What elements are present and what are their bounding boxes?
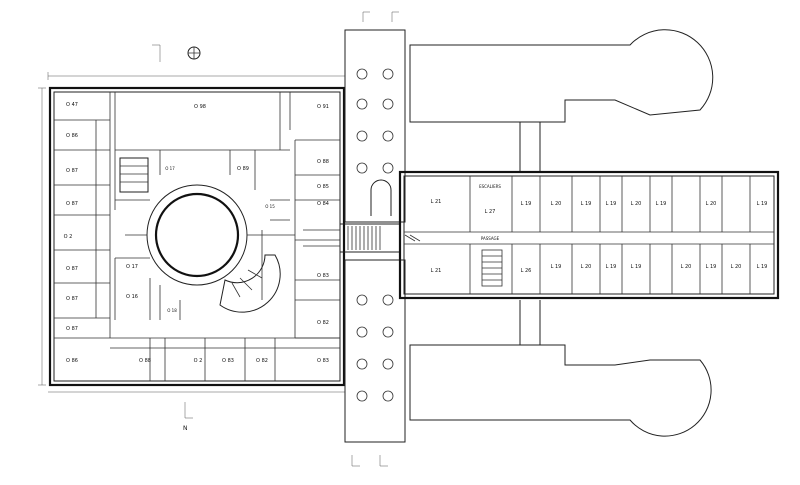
room-o87d: O 87 [66,296,78,302]
right-wing-outline [398,29,780,437]
colonnade [344,29,406,443]
room-o87b: O 87 [66,201,78,207]
room-o16: O 16 [126,294,138,300]
room-l19d: L 19 [656,201,667,207]
room-o85: O 85 [317,184,329,190]
compass-icon [187,46,201,60]
room-l19e: L 19 [757,201,768,207]
room-o86b: O 86 [66,358,78,364]
corridor-annotation: PASSAGE [481,236,500,241]
room-o83c: O 83 [317,358,329,364]
stair-annotation: ESCALIERS [479,184,501,189]
room-o82b: O 82 [256,358,268,364]
room-l20c: L 20 [706,201,717,207]
room-o82: O 82 [317,320,329,326]
room-l21b: L 21 [431,268,442,274]
room-o88: O 88 [317,159,329,165]
room-o2a: O 2 [64,234,73,240]
room-o17b: O 17 [126,264,138,270]
room-l20d: L 20 [581,264,592,270]
section-marker-bottom [184,402,388,467]
room-l19g: L 19 [606,264,617,270]
room-o87c: O 87 [66,266,78,272]
room-o17: O 17 [165,166,175,171]
room-l19f: L 19 [551,264,562,270]
room-o47: O 47 [66,102,78,108]
room-o98: O 98 [194,104,206,110]
room-l19b: L 19 [581,201,592,207]
room-l20b: L 20 [631,201,642,207]
section-marker-left [152,44,161,62]
room-o87e: O 87 [66,326,78,332]
room-l27: L 27 [485,209,496,215]
left-wing [48,86,346,387]
room-o84: O 84 [317,201,329,207]
room-o18: O 18 [167,308,177,313]
room-o88b: O 88 [139,358,151,364]
room-o89: O 89 [237,166,249,172]
room-l19a: L 19 [521,201,532,207]
north-label: N [183,425,188,432]
room-l21a: L 21 [431,199,442,205]
room-l20a: L 20 [551,201,562,207]
room-o2b: O 2 [194,358,203,364]
room-l20e: L 20 [681,264,692,270]
room-o15: O 15 [265,204,275,209]
room-o91: O 91 [317,104,329,110]
room-o86: O 86 [66,133,78,139]
room-l19c: L 19 [606,201,617,207]
room-l19h: L 19 [631,264,642,270]
room-l26: L 26 [521,268,532,274]
left-room-labels: O 47 O 98 O 91 O 86 O 88 O 87 O 85 O 87 … [64,102,329,364]
room-o83: O 83 [317,273,329,279]
room-o83b: O 83 [222,358,234,364]
right-room-labels: L 21 L 27 L 19 L 20 L 19 L 19 L 20 L 19 … [431,199,768,274]
room-l20f: L 20 [731,264,742,270]
room-l19i: L 19 [706,264,717,270]
room-o87a: O 87 [66,168,78,174]
section-marker-top [362,11,399,22]
room-l19j: L 19 [757,264,768,270]
connecting-corridor [303,223,400,253]
